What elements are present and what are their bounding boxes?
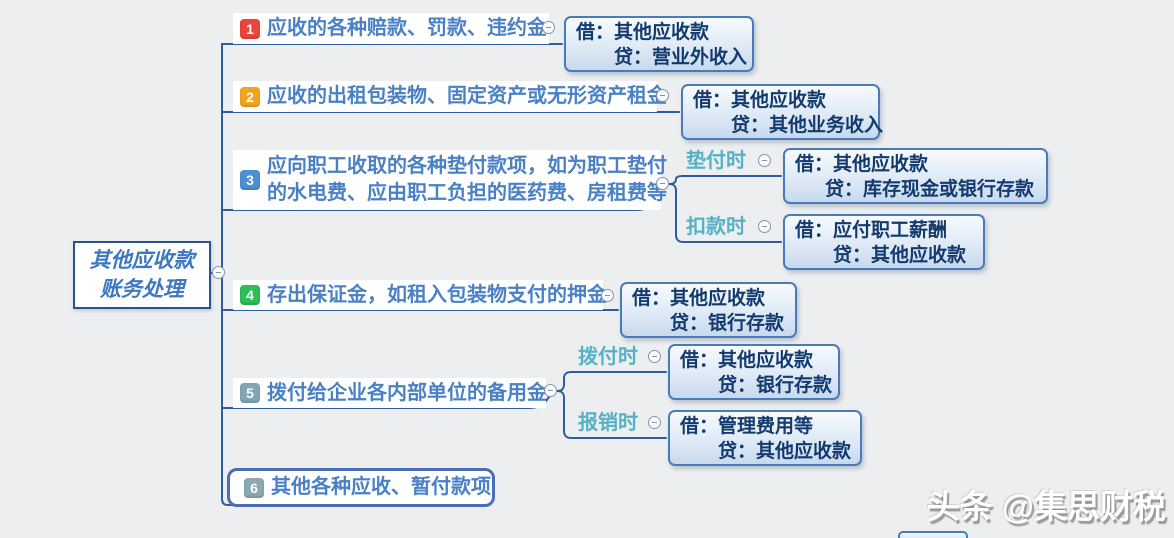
branch-badge-5: 5 — [240, 383, 260, 403]
branch-label-6: 其他各种应收、暂付款项 — [271, 476, 491, 498]
collapse-toggle-deduct[interactable] — [758, 220, 771, 233]
spine-line — [221, 43, 234, 506]
branch-label-4: 存出保证金，如租入包装物支付的押金 — [267, 283, 607, 306]
case-label-reimburse[interactable]: 报销时 — [578, 412, 638, 434]
credit-line-2: 贷：其他业务收入 — [731, 115, 884, 136]
branch-badge-6: 6 — [244, 477, 264, 498]
debit-line-5a: 借：其他应收款 — [680, 350, 814, 371]
credit-line-5a: 贷：银行存款 — [718, 375, 833, 396]
root-title-line1: 其他应收款 — [89, 249, 195, 272]
collapse-toggle-root[interactable] — [212, 266, 225, 279]
debit-line-2: 借：其他应收款 — [693, 90, 827, 111]
journal-entry-box-3a[interactable]: 借：其他应收款 贷：库存现金或银行存款 — [783, 148, 1048, 204]
debit-line-5b: 借：管理费用等 — [680, 416, 814, 437]
debit-line-1: 借：其他应收款 — [576, 22, 710, 43]
credit-line-1: 贷：营业外收入 — [614, 47, 748, 68]
journal-entry-box-1[interactable]: 借：其他应收款 贷：营业外收入 — [564, 16, 754, 72]
branch-label-2: 应收的出租包装物、固定资产或无形资产租金 — [267, 85, 667, 107]
credit-line-3a: 贷：库存现金或银行存款 — [825, 179, 1035, 200]
branch-5-fork-top — [556, 371, 667, 392]
credit-line-4: 贷：银行存款 — [670, 313, 785, 334]
branch-badge-3: 3 — [240, 170, 260, 190]
journal-entry-box-4[interactable]: 借：其他应收款 贷：银行存款 — [620, 282, 797, 338]
branch-badge-4: 4 — [240, 285, 260, 305]
collapse-toggle-2[interactable] — [656, 89, 669, 102]
debit-line-3a: 借：其他应收款 — [795, 154, 929, 175]
branch-node-2[interactable]: 2 应收的出租包装物、固定资产或无形资产租金 — [233, 81, 667, 112]
collapse-toggle-5[interactable] — [544, 384, 557, 397]
collapse-toggle-allocate[interactable] — [648, 350, 661, 363]
branch-badge-1: 1 — [240, 18, 260, 39]
collapse-toggle-reimburse[interactable] — [648, 416, 661, 429]
branch-badge-2: 2 — [240, 86, 260, 107]
branch-5-fork-bottom — [556, 390, 667, 439]
branch-node-4[interactable]: 4 存出保证金，如租入包装物支付的押金 — [233, 280, 607, 310]
credit-line-3b: 贷：其他应收款 — [833, 245, 967, 266]
branch-label-3: 应向职工收取的各种垫付款项，如为职工垫付 的水电费、应由职工负担的医药费、房租费… — [267, 153, 667, 207]
debit-line-3b: 借：应付职工薪酬 — [795, 220, 948, 241]
journal-entry-box-2[interactable]: 借：其他应收款 贷：其他业务收入 — [681, 84, 884, 140]
journal-entry-box-3b[interactable]: 借：应付职工薪酬 贷：其他应收款 — [783, 214, 985, 270]
case-label-advance[interactable]: 垫付时 — [686, 150, 746, 172]
case-label-allocate[interactable]: 拨付时 — [578, 346, 638, 368]
case-label-deduct[interactable]: 扣款时 — [686, 216, 746, 238]
journal-entry-box-5a[interactable]: 借：其他应收款 贷：银行存款 — [668, 344, 840, 400]
branch-label-5: 拨付给企业各内部单位的备用金 — [267, 381, 547, 404]
collapse-toggle-1[interactable] — [542, 21, 555, 34]
branch-label-3-line2: 的水电费、应由职工负担的医药费、房租费等 — [267, 182, 667, 204]
branch-node-1[interactable]: 1 应收的各种赔款、罚款、违约金 — [233, 13, 549, 44]
branch-3-fork-top — [668, 175, 782, 185]
credit-line-5b: 贷：其他应收款 — [718, 441, 852, 462]
branch-3-fork-bottom — [668, 183, 782, 243]
root-node[interactable]: 其他应收款 账务处理 — [73, 241, 211, 309]
watermark: 头条 @集思财税 — [926, 488, 1166, 525]
branch-node-6[interactable]: 6 其他各种应收、暂付款项 — [227, 468, 495, 507]
collapse-toggle-4[interactable] — [601, 289, 614, 302]
branch-node-5[interactable]: 5 拨付给企业各内部单位的备用金 — [233, 378, 547, 408]
branch-label-3-line1: 应向职工收取的各种垫付款项，如为职工垫付 — [267, 155, 667, 177]
branch-label-1: 应收的各种赔款、罚款、违约金 — [267, 17, 547, 39]
collapse-toggle-advance[interactable] — [758, 154, 771, 167]
root-title-line2: 账务处理 — [100, 278, 184, 301]
journal-entry-box-5b[interactable]: 借：管理费用等 贷：其他应收款 — [668, 410, 862, 466]
debit-line-4: 借：其他应收款 — [632, 288, 766, 309]
branch-node-3[interactable]: 3 应向职工收取的各种垫付款项，如为职工垫付 的水电费、应由职工负担的医药费、房… — [233, 150, 667, 210]
collapse-toggle-3[interactable] — [656, 177, 669, 190]
partial-box — [898, 531, 968, 538]
